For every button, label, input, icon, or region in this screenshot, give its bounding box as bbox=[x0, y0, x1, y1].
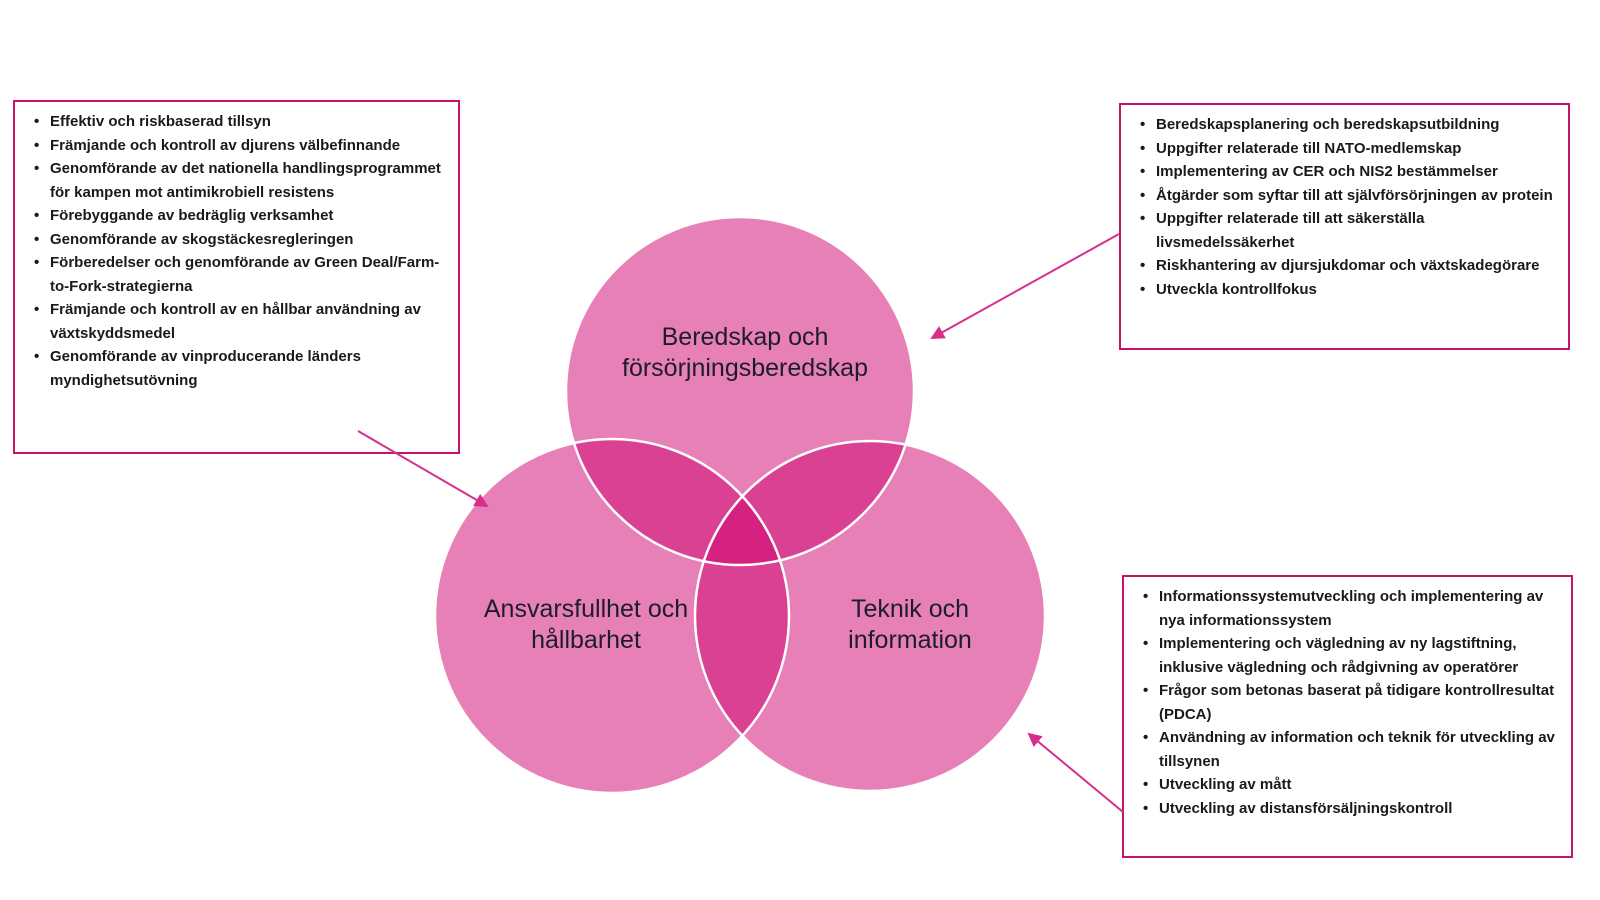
list-item: Implementering och vägledning av ny lags… bbox=[1140, 632, 1563, 679]
list-item: Främjande och kontroll av djurens välbef… bbox=[31, 134, 450, 158]
list-item: Genomförande av vinproducerande länders … bbox=[31, 345, 450, 392]
circle-label-line: hållbarhet bbox=[531, 626, 641, 654]
info-box-beredskap: Beredskapsplanering och beredskapsutbild… bbox=[1119, 103, 1570, 350]
list-item: Riskhantering av djursjukdomar och växts… bbox=[1137, 254, 1560, 278]
list-item: Utveckla kontrollfokus bbox=[1137, 278, 1560, 302]
circle-label-line: Teknik och bbox=[850, 595, 970, 623]
circle-label-ansvarsfullhet: Ansvarsfullhet och hållbarhet bbox=[411, 594, 761, 656]
venn-circle-bottom-left-fill bbox=[435, 439, 789, 793]
list-item: Frågor som betonas baserat på tidigare k… bbox=[1140, 679, 1563, 726]
info-box-teknik: Informationssystemutveckling och impleme… bbox=[1122, 575, 1573, 858]
list-item: Utveckling av mått bbox=[1140, 773, 1563, 797]
venn-circle-bottom-right-fill bbox=[695, 441, 1045, 791]
list-item: Effektiv och riskbaserad tillsyn bbox=[31, 110, 450, 134]
list-item: Åtgärder som syftar till att självförsör… bbox=[1137, 184, 1560, 208]
venn-circle-bottom-right-outline bbox=[693, 439, 1047, 793]
circle-label-beredskap: Beredskap och försörjningsberedskap bbox=[570, 322, 920, 384]
list-item: Uppgifter relaterade till NATO-medlemska… bbox=[1137, 137, 1560, 161]
list-item: Främjande och kontroll av en hållbar anv… bbox=[31, 298, 450, 345]
info-box-ansvarsfullhet: Effektiv och riskbaserad tillsyn Främjan… bbox=[13, 100, 460, 454]
list-item: Förberedelser och genomförande av Green … bbox=[31, 251, 450, 298]
circle-label-line: Beredskap och bbox=[661, 323, 829, 351]
list-item: Förebyggande av bedräglig verksamhet bbox=[31, 204, 450, 228]
bullet-list: Beredskapsplanering och beredskapsutbild… bbox=[1137, 113, 1560, 301]
list-item: Genomförande av skogstäckesregleringen bbox=[31, 228, 450, 252]
list-item: Beredskapsplanering och beredskapsutbild… bbox=[1137, 113, 1560, 137]
list-item: Informationssystemutveckling och impleme… bbox=[1140, 585, 1563, 632]
venn-circle-bottom-left-outline bbox=[433, 437, 791, 795]
list-item: Användning av information och teknik för… bbox=[1140, 726, 1563, 773]
circle-label-line: Ansvarsfullhet och bbox=[483, 595, 689, 623]
circle-label-line: försörjningsberedskap bbox=[622, 354, 868, 382]
bullet-list: Effektiv och riskbaserad tillsyn Främjan… bbox=[31, 110, 450, 392]
circle-label-line: information bbox=[848, 626, 972, 654]
list-item: Utveckling av distansförsäljningskontrol… bbox=[1140, 797, 1563, 821]
venn-circle-top-outline bbox=[564, 215, 916, 567]
bullet-list: Informationssystemutveckling och impleme… bbox=[1140, 585, 1563, 820]
circle-label-teknik: Teknik och information bbox=[735, 594, 1085, 656]
list-item: Implementering av CER och NIS2 bestämmel… bbox=[1137, 160, 1560, 184]
list-item: Uppgifter relaterade till att säkerställ… bbox=[1137, 207, 1560, 254]
list-item: Genomförande av det nationella handlings… bbox=[31, 157, 450, 204]
